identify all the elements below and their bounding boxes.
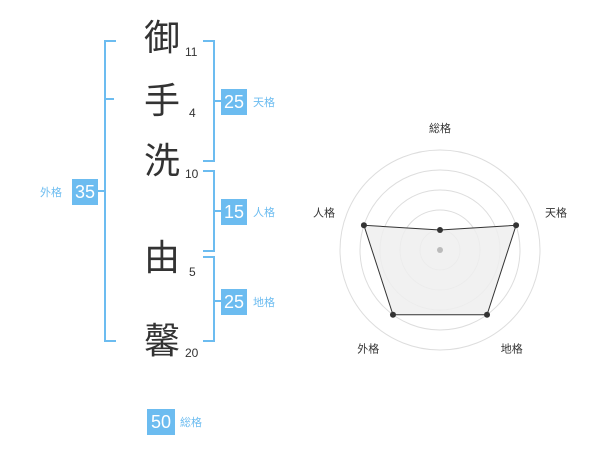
radar-axis-label-1: 総格 bbox=[429, 121, 451, 135]
chikaku-bracket-tick bbox=[213, 300, 221, 302]
gaikaku-label: 外格 bbox=[40, 186, 62, 199]
radar-point-3 bbox=[484, 311, 491, 318]
tenkaku-label: 天格 bbox=[253, 96, 275, 109]
name-char-4: 由 bbox=[143, 238, 180, 279]
name-char-5: 馨 bbox=[143, 321, 180, 362]
tenkaku-value: 25 bbox=[221, 89, 247, 115]
name-char-3: 洗 bbox=[143, 141, 180, 182]
gaikaku-value: 35 bbox=[72, 179, 98, 205]
gaikaku-bracket-tick bbox=[104, 98, 114, 100]
radar-point-5 bbox=[360, 222, 367, 229]
radar-series-area bbox=[363, 224, 517, 316]
name-char-1: 御 bbox=[143, 18, 180, 59]
radar-ring bbox=[339, 149, 541, 351]
jinkaku-label: 人格 bbox=[253, 206, 275, 219]
soukaku-label: 総格 bbox=[180, 416, 202, 429]
gaikaku-bracket-tick-2 bbox=[98, 190, 106, 192]
stroke-count-2: 4 bbox=[189, 106, 196, 120]
tenkaku-bracket-tick bbox=[213, 100, 221, 102]
radar-axis-label-3: 地格 bbox=[501, 342, 523, 356]
soukaku-value: 50 bbox=[147, 409, 175, 435]
radar-point-2 bbox=[513, 222, 520, 229]
radar-axis-label-5: 人格 bbox=[313, 205, 335, 219]
name-char-2: 手 bbox=[143, 81, 180, 122]
jinkaku-bracket-tick bbox=[213, 210, 221, 212]
stroke-count-3: 10 bbox=[185, 167, 199, 181]
radar-ring bbox=[359, 169, 521, 331]
stroke-count-1: 11 bbox=[185, 45, 198, 59]
radar-point-4 bbox=[389, 311, 396, 318]
chikaku-value: 25 bbox=[221, 289, 247, 315]
chikaku-bracket bbox=[203, 256, 215, 342]
radar-axis-label-4: 外格 bbox=[357, 342, 379, 356]
radar-axis-label-2: 天格 bbox=[545, 205, 567, 219]
radar-point-1 bbox=[437, 227, 443, 233]
radar-center bbox=[437, 247, 443, 253]
stroke-count-5: 20 bbox=[185, 346, 199, 360]
chikaku-label: 地格 bbox=[253, 296, 275, 309]
stroke-count-4: 5 bbox=[189, 265, 196, 279]
jinkaku-value: 15 bbox=[221, 199, 247, 225]
